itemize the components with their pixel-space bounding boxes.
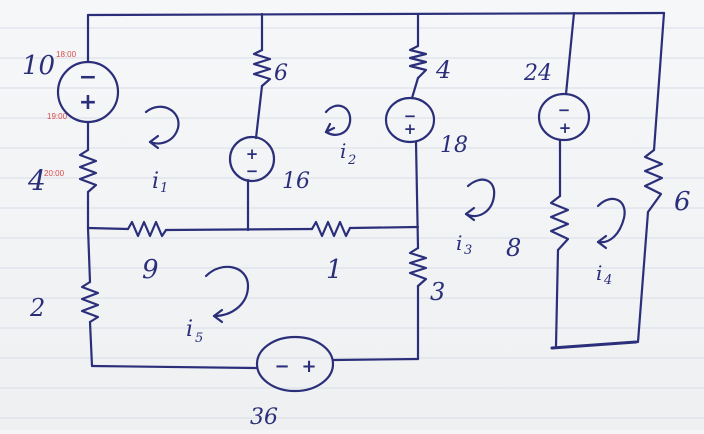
mesh-current-i4: i 4	[596, 197, 626, 288]
label-resistor-6-right: 6	[674, 187, 691, 217]
wire-2ohm-upper	[86, 226, 92, 284]
label-resistor-3: 3	[430, 278, 445, 306]
source-18-top-sign: −	[404, 107, 417, 125]
label-resistor-4-top: 4	[435, 56, 451, 84]
label-resistor-8: 8	[506, 234, 521, 262]
wire-top	[86, 11, 666, 17]
label-resistor-9: 9	[142, 255, 159, 285]
label-resistor-6-top: 6	[274, 61, 288, 86]
label-resistor-2: 2	[29, 294, 45, 322]
resistor-3	[408, 246, 428, 288]
wire-middle-left	[86, 226, 130, 231]
notebook-rules	[0, 27, 704, 419]
mesh-i4-sub: 4	[603, 273, 612, 288]
source-18-bottom-sign: +	[404, 120, 417, 138]
wire-col5-low	[636, 210, 650, 344]
label-source-16: 16	[282, 169, 310, 194]
mesh-i2-sub: 2	[347, 153, 356, 168]
resistor-1	[310, 220, 352, 238]
mesh-i5-sub: 5	[195, 331, 203, 346]
mesh-i2-letter: i	[340, 139, 346, 163]
mesh-current-i2: i 2	[324, 104, 356, 168]
mesh-current-i1: i 1	[144, 105, 180, 196]
wire-bottom-right-loop	[550, 340, 638, 350]
margin-number: 20:00	[44, 169, 65, 178]
source-24-top-sign: −	[558, 101, 571, 119]
label-resistor-4-left: 4	[27, 164, 46, 197]
margin-number: 19:00	[47, 112, 68, 121]
mesh-current-i3: i 3	[456, 178, 496, 258]
voltage-source-10: − +	[56, 60, 120, 124]
resistor-8	[549, 194, 570, 252]
voltage-source-24: − +	[537, 92, 591, 142]
resistor-6-right	[643, 148, 664, 214]
wire-col3-low	[414, 140, 420, 250]
resistor-4-top	[408, 44, 428, 80]
resistor-4-left	[78, 148, 98, 194]
mesh-i3-letter: i	[456, 231, 462, 255]
voltage-source-36: − +	[255, 335, 335, 393]
label-source-10: 10	[22, 51, 55, 81]
voltage-source-16: + −	[228, 135, 276, 183]
mesh-current-i5: i 5	[186, 265, 250, 346]
wire-col5-top	[652, 11, 666, 152]
wire-bottom-right	[332, 357, 420, 362]
mesh-i1-sub: 1	[160, 181, 168, 196]
resistor-2	[80, 280, 100, 324]
source-10-top-sign: −	[79, 65, 97, 90]
label-source-18: 18	[440, 133, 468, 158]
wire-middle-right	[348, 225, 420, 230]
wire-col4-top	[564, 11, 576, 96]
mesh-i5-letter: i	[186, 317, 193, 342]
wire-middle-center	[164, 227, 314, 232]
label-source-36: 36	[250, 405, 278, 430]
wire-col3-mid	[410, 76, 420, 100]
margin-number: 18:00	[56, 50, 77, 59]
source-16-top-sign: +	[246, 145, 259, 163]
source-24-bottom-sign: +	[559, 119, 572, 137]
label-resistor-1: 1	[326, 255, 343, 285]
resistor-6-top	[252, 48, 272, 88]
mesh-i3-sub: 3	[464, 243, 472, 258]
resistor-9	[126, 220, 168, 238]
wire-bottom-left	[90, 364, 258, 370]
source-36-left-sign: −	[274, 356, 289, 377]
label-source-24: 24	[523, 61, 552, 86]
wire-col2-mid	[254, 84, 264, 140]
mesh-i1-letter: i	[152, 169, 159, 194]
wire-2ohm-lower	[88, 320, 94, 368]
voltage-source-18: − +	[384, 96, 436, 144]
wire-col4-low	[554, 248, 560, 348]
mesh-i4-letter: i	[596, 261, 602, 285]
source-10-bottom-sign: +	[79, 90, 97, 115]
source-16-bottom-sign: −	[246, 162, 259, 180]
source-36-right-sign: +	[301, 356, 316, 377]
